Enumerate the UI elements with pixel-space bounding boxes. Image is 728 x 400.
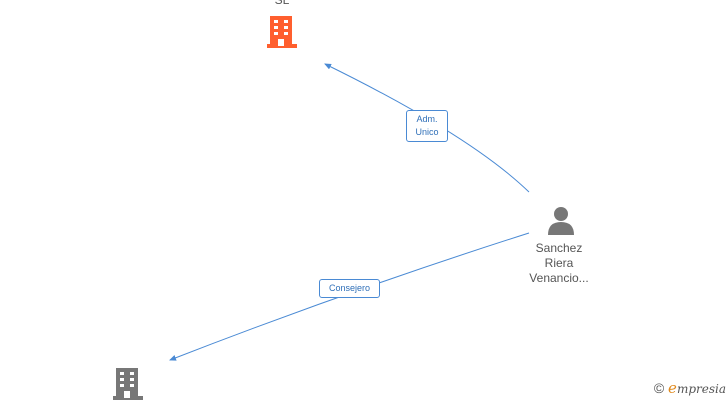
- person-label-line: Riera: [544, 256, 574, 270]
- building-icon[interactable]: [266, 14, 298, 48]
- relation-label-consejero[interactable]: Consejero: [319, 279, 380, 298]
- person-label-line: Venancio...: [529, 271, 589, 285]
- relation-label-line: Consejero: [328, 283, 371, 293]
- edge-person-to-top-company: [324, 63, 530, 193]
- person-label[interactable]: Sanchez Riera Venancio...: [516, 241, 602, 286]
- relation-label-line: Unico: [415, 127, 439, 137]
- brand-logo-initial: e: [668, 379, 677, 397]
- person-icon[interactable]: [546, 205, 576, 235]
- relation-label-adm-unico[interactable]: Adm. Unico: [406, 110, 448, 142]
- building-icon[interactable]: [112, 366, 144, 400]
- relation-label-line: Adm.: [416, 114, 438, 124]
- copyright-symbol: ©: [653, 380, 665, 396]
- brand-watermark: © empresia: [654, 379, 726, 397]
- company-top-label[interactable]: SL: [274, 0, 290, 7]
- person-label-line: Sanchez: [535, 241, 583, 255]
- brand-logo-text: mpresia: [676, 382, 726, 396]
